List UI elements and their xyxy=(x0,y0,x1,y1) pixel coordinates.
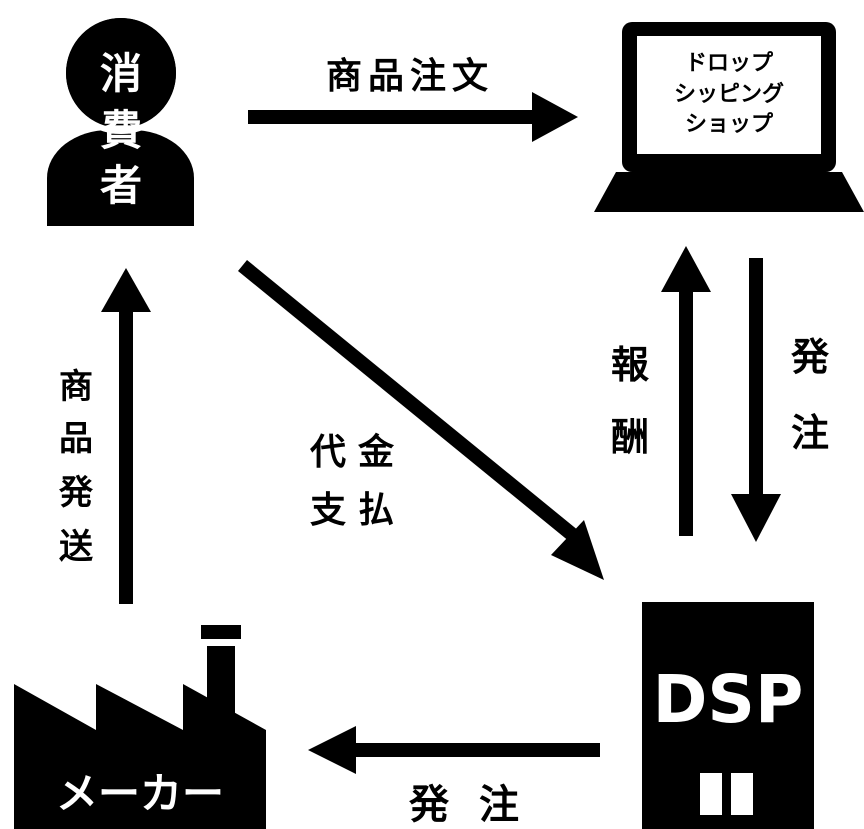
payment-label-2: 支払 xyxy=(310,490,406,531)
shipping-label-4: 送 xyxy=(59,527,93,567)
factory-building xyxy=(14,684,266,829)
shipping-label-3: 発 xyxy=(59,473,94,513)
consumer-label-1: 消 xyxy=(100,49,142,98)
dsp-building xyxy=(642,602,814,829)
reward-label-2: 酬 xyxy=(611,415,649,459)
shipping-label-2: 品 xyxy=(59,419,93,459)
consumer-node: 消 費 者 xyxy=(47,12,194,226)
dsp-door-left xyxy=(700,773,722,815)
maker-node: メーカー xyxy=(14,625,266,829)
dsp-label: DSP xyxy=(653,661,804,738)
dsp-order-label-2: 注 xyxy=(791,411,829,455)
shipping-label-1: 商 xyxy=(59,367,93,407)
maker-label: メーカー xyxy=(56,769,224,818)
consumer-label-3: 者 xyxy=(100,161,142,210)
payment-label-1: 代金 xyxy=(309,431,406,473)
shipping-arrow: 商 品 発 送 xyxy=(59,268,151,604)
payment-arrow: 代金 支払 xyxy=(238,260,604,580)
dsp-door-right xyxy=(731,773,753,815)
shop-node: ドロップ シッピング ショップ xyxy=(594,22,864,212)
consumer-label-2: 費 xyxy=(100,106,142,155)
laptop-base xyxy=(594,172,864,212)
factory-chimney-cap xyxy=(201,625,241,639)
shop-label-2: シッピング xyxy=(674,81,784,107)
maker-order-label: 発 注 xyxy=(409,782,527,828)
shop-label-3: ショップ xyxy=(685,112,774,137)
dsp-order-label-1: 発 xyxy=(791,335,830,379)
dsp-order-arrow: 発 注 xyxy=(731,258,830,542)
maker-order-arrow: 発 注 xyxy=(308,726,600,828)
reward-label-1: 報 xyxy=(611,343,649,387)
reward-arrow: 報 酬 xyxy=(611,246,711,536)
dsp-node: DSP xyxy=(642,602,814,829)
order-label: 商品注文 xyxy=(326,56,494,97)
order-arrow: 商品注文 xyxy=(248,56,578,142)
shop-label-1: ドロップ xyxy=(685,51,774,76)
